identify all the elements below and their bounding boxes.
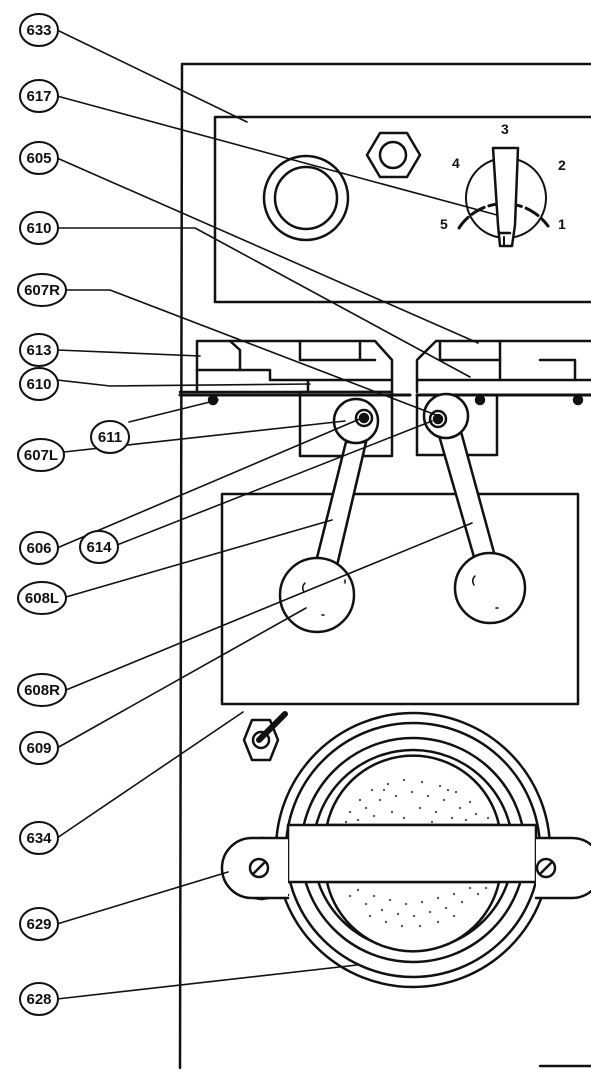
lever-guard-panel: [220, 492, 580, 706]
callout-texts: 633 617 605 610 607R 613 610 611 607L 60…: [24, 22, 122, 1008]
callout-607L: [17, 438, 65, 472]
callout-608R: [17, 673, 67, 707]
callout-611: [90, 420, 130, 454]
control-panel-plate: [213, 115, 591, 304]
callout-text-606: 606: [26, 540, 51, 557]
callout-text-633: 633: [26, 22, 51, 39]
dial-position-1: 1: [558, 216, 566, 232]
callout-617: [19, 79, 59, 113]
clamp-strap: [286, 823, 538, 884]
callout-text-634: 634: [26, 830, 52, 847]
hex-nut: [365, 131, 422, 179]
callout-628: [19, 982, 59, 1016]
callout-text-610a: 610: [26, 220, 51, 237]
rotary-selector-knob[interactable]: [457, 146, 550, 248]
dial-position-5: 5: [440, 216, 448, 232]
dial-position-2: 2: [558, 157, 566, 173]
callout-634: [19, 821, 59, 855]
callout-text-609: 609: [26, 740, 51, 757]
callout-text-613: 613: [26, 342, 51, 359]
callout-606: [19, 531, 59, 565]
callout-text-611: 611: [98, 429, 122, 446]
callout-text-607R: 607R: [24, 282, 60, 299]
dial-position-4: 4: [452, 155, 460, 171]
housing: [178, 62, 591, 1070]
leader-lines: [56, 29, 498, 1000]
callout-609: [19, 731, 59, 765]
toggle-switch[interactable]: [242, 711, 288, 762]
callout-605: [19, 141, 59, 175]
callout-text-629: 629: [26, 916, 51, 933]
callout-610a: [19, 211, 59, 245]
callout-labels: [17, 13, 130, 1016]
callout-608L: [17, 581, 67, 615]
callout-text-617: 617: [26, 88, 51, 105]
indicator-lamp: [262, 154, 350, 242]
callout-629: [19, 907, 59, 941]
callout-text-605: 605: [26, 150, 51, 167]
callout-text-608R: 608R: [24, 682, 60, 699]
callout-610b: [19, 367, 59, 401]
left-control-lever[interactable]: [278, 397, 380, 634]
right-lever-knob[interactable]: [453, 551, 527, 625]
dial-scale: 3 4 2 5 1: [440, 121, 566, 232]
dial-position-3: 3: [501, 121, 509, 137]
callout-text-607L: 607L: [24, 447, 58, 464]
callout-text-610b: 610: [26, 376, 51, 393]
filter-element: [325, 754, 501, 953]
callout-text-614: 614: [86, 539, 112, 556]
filter-housing: [220, 711, 591, 989]
callout-607R: [17, 273, 67, 307]
callout-text-608L: 608L: [25, 590, 59, 607]
callout-613: [19, 333, 59, 367]
callout-633: [19, 13, 59, 47]
callout-text-628: 628: [26, 991, 51, 1008]
left-lever-knob[interactable]: [278, 556, 356, 634]
right-control-lever[interactable]: [422, 392, 527, 625]
callout-614: [79, 530, 119, 564]
